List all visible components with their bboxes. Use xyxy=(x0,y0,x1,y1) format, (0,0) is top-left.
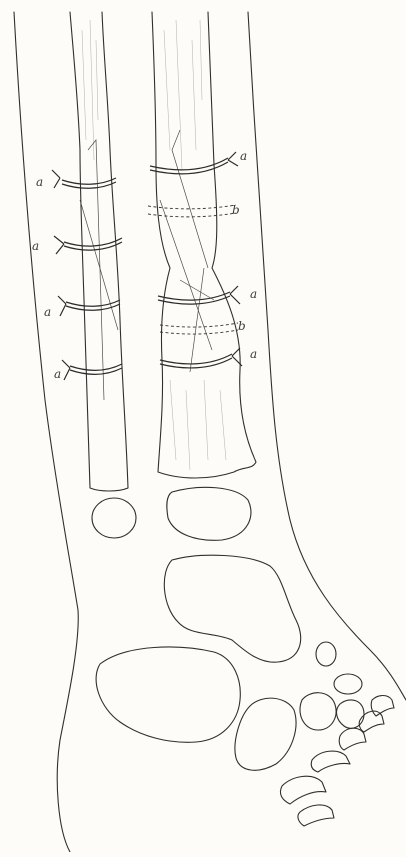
label-l3: a xyxy=(44,305,51,319)
tibia xyxy=(148,12,256,478)
leg-outline-right xyxy=(248,12,406,700)
leg-outline-left xyxy=(14,12,78,852)
labels: a a a a a b a b a xyxy=(32,149,257,381)
fibula-wires xyxy=(52,170,122,380)
label-l1: a xyxy=(36,175,43,189)
label-r2: b xyxy=(232,203,240,217)
tibia-wires xyxy=(150,152,242,368)
label-l2: a xyxy=(32,239,39,253)
fibula xyxy=(70,12,128,491)
label-r3: a xyxy=(250,287,257,301)
label-r4: b xyxy=(238,319,246,333)
label-r5: a xyxy=(250,347,257,361)
foot-bones xyxy=(92,487,364,770)
label-r1: a xyxy=(240,149,247,163)
label-l4: a xyxy=(54,367,61,381)
